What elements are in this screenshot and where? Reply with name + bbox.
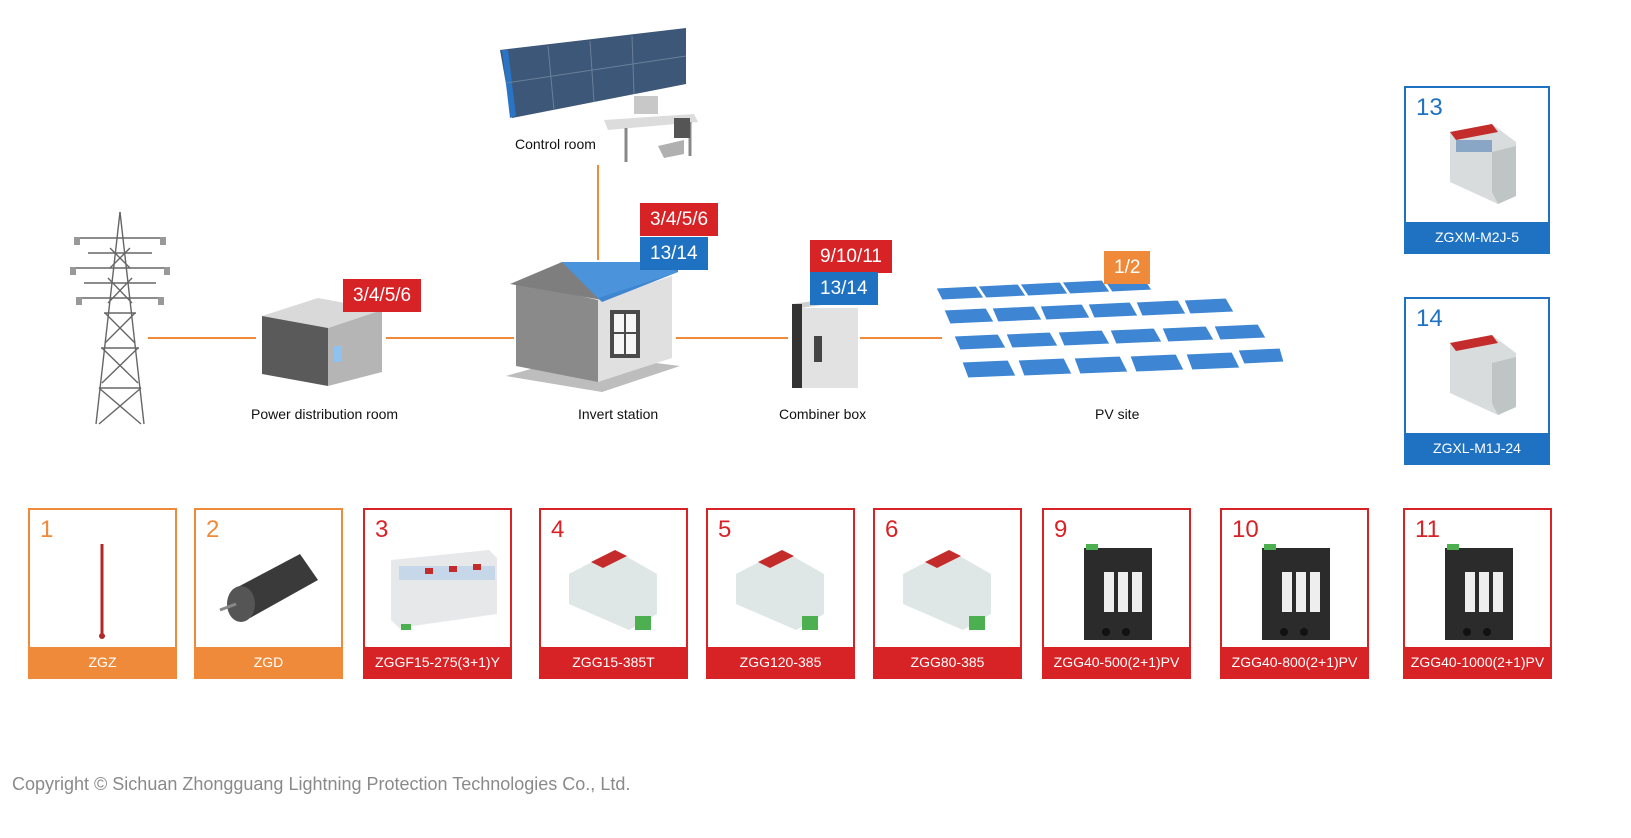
surge-protector-icon <box>875 544 1020 647</box>
signal-protector-icon <box>1406 122 1548 222</box>
signal-protector-icon <box>1406 333 1548 433</box>
product-number: 2 <box>206 516 220 543</box>
connector-tower-power <box>148 337 256 339</box>
connector-combiner-pv <box>860 337 942 339</box>
surge-protector-icon <box>708 544 853 647</box>
product-card-11[interactable]: 11 ZGG40-1000(2+1)PV <box>1403 508 1552 679</box>
product-model: ZGGF15-275(3+1)Y <box>365 647 510 677</box>
product-model: ZGG15-385T <box>541 647 686 677</box>
product-number: 9 <box>1054 516 1068 543</box>
product-card-2[interactable]: 2 ZGD <box>194 508 343 679</box>
invert-station-red-tag: 3/4/5/6 <box>640 203 719 236</box>
product-model: ZGZ <box>30 647 175 677</box>
product-number: 4 <box>551 516 565 543</box>
product-number: 1 <box>40 516 54 543</box>
product-card-1[interactable]: 1 ZGZ <box>28 508 177 679</box>
power-room-tag: 3/4/5/6 <box>343 279 422 312</box>
product-model: ZGG40-800(2+1)PV <box>1222 647 1367 677</box>
control-room-label: Control room <box>515 136 596 152</box>
invert-station-label: Invert station <box>578 406 659 422</box>
product-model: ZGG80-385 <box>875 647 1020 677</box>
product-number: 13 <box>1416 94 1443 121</box>
product-card-9[interactable]: 9 ZGG40-500(2+1)PV <box>1042 508 1191 679</box>
product-card-4[interactable]: 4 ZGG15-385T <box>539 508 688 679</box>
copyright-notice: Copyright © Sichuan Zhongguang Lightning… <box>12 774 631 794</box>
surge-protector-4pole-icon <box>365 544 510 647</box>
product-number: 10 <box>1232 516 1259 543</box>
product-number: 11 <box>1415 516 1440 543</box>
invert-station-blue-tag: 13/14 <box>640 237 708 270</box>
product-card-5[interactable]: 5 ZGG120-385 <box>706 508 855 679</box>
pv-site-tag: 1/2 <box>1104 251 1151 284</box>
control-room-icon <box>498 28 704 168</box>
combiner-box-blue-tag: 13/14 <box>810 272 878 305</box>
transmission-tower-icon <box>70 208 170 428</box>
surge-protector-icon <box>541 544 686 647</box>
combiner-box-icon <box>790 296 860 392</box>
product-model: ZGXM-M2J-5 <box>1406 222 1548 252</box>
combiner-box-label: Combiner box <box>779 406 867 422</box>
product-model: ZGG40-1000(2+1)PV <box>1405 647 1550 677</box>
connector-control-invert <box>597 165 599 260</box>
product-model: ZGXL-M1J-24 <box>1406 433 1548 463</box>
product-number: 5 <box>718 516 732 543</box>
product-card-13[interactable]: 13 ZGXM-M2J-5 <box>1404 86 1550 254</box>
product-model: ZGG120-385 <box>708 647 853 677</box>
power-distribution-room-label: Power distribution room <box>251 406 399 422</box>
product-card-10[interactable]: 10 ZGG40-800(2+1)PV <box>1220 508 1369 679</box>
product-number: 14 <box>1416 305 1443 332</box>
pv-array-icon <box>932 278 1284 398</box>
pv-site-label: PV site <box>1095 406 1140 422</box>
grounding-module-icon <box>196 544 341 647</box>
pv-surge-protector-icon <box>1222 544 1367 647</box>
lightning-rod-icon <box>30 544 175 647</box>
product-card-6[interactable]: 6 ZGG80-385 <box>873 508 1022 679</box>
connector-power-invert <box>386 337 514 339</box>
product-card-3[interactable]: 3 ZGGF15-275(3+1)Y <box>363 508 512 679</box>
invert-station-icon <box>502 262 682 400</box>
product-number: 6 <box>885 516 899 543</box>
combiner-box-red-tag: 9/10/11 <box>810 240 892 273</box>
product-model: ZGD <box>196 647 341 677</box>
product-model: ZGG40-500(2+1)PV <box>1044 647 1189 677</box>
pv-surge-protector-icon <box>1044 544 1189 647</box>
pv-surge-protector-icon <box>1405 544 1550 647</box>
product-number: 3 <box>375 516 389 543</box>
product-card-14[interactable]: 14 ZGXL-M1J-24 <box>1404 297 1550 465</box>
connector-invert-combiner <box>676 337 788 339</box>
